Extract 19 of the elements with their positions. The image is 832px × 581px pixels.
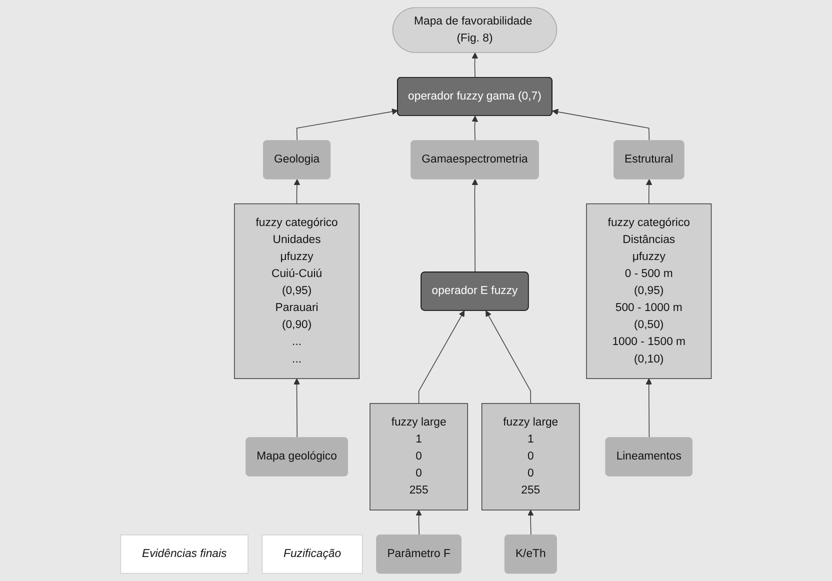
arrow xyxy=(418,310,465,404)
arrow xyxy=(294,179,300,204)
node-box: Fuzificação xyxy=(262,534,363,574)
arrow xyxy=(486,310,531,404)
node-box: fuzzy categórico Distâncias μfuzzy 0 - 500 m (0,95) 500 - 1000 m (0,50) 1000 - 1500 m (0,10) xyxy=(586,203,712,379)
node-box: fuzzy large 1 0 0 255 xyxy=(370,403,468,510)
arrow xyxy=(646,179,652,204)
arrow xyxy=(296,108,398,142)
node-box: fuzzy large 1 0 0 255 xyxy=(482,403,580,510)
node-box: fuzzy categórico Unidades μfuzzy Cuiú-Cuiú (0,95) Parauari (0,90) ... ... xyxy=(234,203,360,379)
arrow xyxy=(472,179,478,273)
arrow xyxy=(472,116,478,142)
arrow xyxy=(294,378,300,438)
arrow xyxy=(472,52,478,78)
node-box: Evidências finais xyxy=(120,534,248,574)
arrow xyxy=(552,108,650,142)
arrow xyxy=(416,510,422,536)
arrow xyxy=(646,378,652,438)
arrow xyxy=(528,510,534,536)
